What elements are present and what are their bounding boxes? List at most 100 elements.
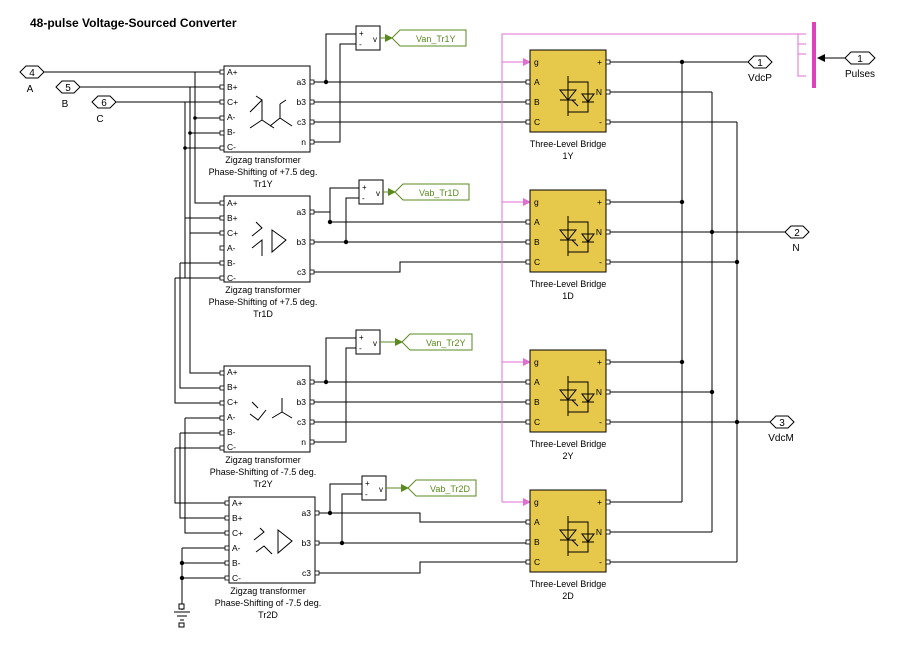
tr1y-port-out: c3: [297, 117, 306, 127]
inport-b-label: B: [62, 99, 69, 110]
vm3-minus: -: [359, 344, 362, 353]
bridge-1d-label-1: Three-Level Bridge: [530, 279, 607, 289]
bridge-1y-port-in: B: [534, 97, 540, 107]
zigzag-wye-icon: [249, 398, 293, 421]
pulse-demux-bar: [812, 22, 816, 88]
bridge-2d[interactable]: g A B C + N - Three-Level Bridge 2D: [529, 489, 607, 601]
inport-pulses[interactable]: 1 Pulses: [844, 51, 876, 80]
tr1y-port-in: C-: [227, 142, 236, 152]
goto-vab-tr1d[interactable]: Vab_Tr1D: [394, 183, 470, 201]
outport-vdcm-label: VdcM: [768, 433, 794, 444]
bridge-2y-label-1: Three-Level Bridge: [530, 439, 607, 449]
bridge-1y-port-in: A: [534, 77, 540, 87]
voltmeter-4[interactable]: + - v: [361, 475, 387, 501]
bridge-1d-port-in: B: [534, 237, 540, 247]
bridge-2y-label-2: 2Y: [562, 451, 573, 461]
inport-c-num: 6: [101, 98, 107, 109]
port-stubs: [219, 59, 611, 581]
transformer-tr2y[interactable]: A+ B+ C+ A- B- C- a3 b3 c3 n Zigzag tran…: [210, 365, 317, 489]
goto-vab-tr1d-label: Vab_Tr1D: [419, 188, 460, 198]
goto-vab-tr2d[interactable]: Vab_Tr2D: [407, 479, 477, 497]
bridge-1d-port-in: C: [534, 257, 540, 267]
tr1y-label-2: Phase-Shifting of +7.5 deg.: [209, 167, 318, 177]
bridge-1y-label-2: 1Y: [562, 151, 573, 161]
tr2d-port-in: A-: [232, 543, 241, 553]
outport-vdcp-num: 1: [757, 58, 763, 69]
tr2y-port-out: c3: [297, 417, 306, 427]
outport-vdcm[interactable]: 3 VdcM: [768, 415, 795, 444]
tr2y-port-in: A-: [227, 412, 236, 422]
outport-vdcm-num: 3: [779, 418, 785, 429]
vm2-minus: -: [362, 194, 365, 203]
tr1y-port-in: A-: [227, 112, 236, 122]
diagram-title: 48-pulse Voltage-Sourced Converter: [30, 16, 237, 30]
tr1y-label-1: Zigzag transformer: [225, 155, 301, 165]
tr1d-port-out: b3: [297, 237, 307, 247]
bridge-2y-port-in: B: [534, 397, 540, 407]
bridge-2y-port-in: A: [534, 377, 540, 387]
bridge-1y-port-out: N: [596, 87, 602, 97]
bridge-1d-port-out: +: [597, 197, 602, 207]
outport-vdcp[interactable]: 1 VdcP: [747, 55, 773, 84]
bridge-1d[interactable]: g A B C + N - Three-Level Bridge 1D: [529, 189, 607, 301]
tr1y-port-in: B+: [227, 82, 238, 92]
wire-junctions: [179, 59, 740, 581]
vm4-v: v: [379, 485, 383, 494]
bridge-1y-label-1: Three-Level Bridge: [530, 139, 607, 149]
tr1y-port-in: A+: [227, 67, 238, 77]
goto-van-tr2y-label: Van_Tr2Y: [426, 338, 466, 348]
tr2d-port-out: a3: [302, 508, 312, 518]
tr2d-port-out: b3: [302, 538, 312, 548]
pulse-wires: [501, 33, 806, 506]
tr2d-label-2: Phase-Shifting of -7.5 deg.: [215, 598, 322, 608]
tr1d-port-out: a3: [297, 207, 307, 217]
goto-van-tr1y-label: Van_Tr1Y: [416, 34, 456, 44]
inport-pulses-label: Pulses: [845, 69, 875, 80]
thyristor-icon: [558, 76, 595, 116]
tr2y-label-1: Zigzag transformer: [225, 455, 301, 465]
tr1y-port-out: n: [301, 137, 306, 147]
bridge-2d-port-in: g: [534, 497, 539, 507]
tr2y-port-in: B+: [227, 382, 238, 392]
tr2d-port-in: B-: [232, 558, 241, 568]
transformer-tr2d[interactable]: A+ B+ C+ A- B- C- a3 b3 c3 Zigzag transf…: [215, 496, 322, 620]
tr1y-port-out: a3: [297, 77, 307, 87]
bridge-2d-port-in: B: [534, 537, 540, 547]
bridge-1d-port-in: A: [534, 217, 540, 227]
inport-c[interactable]: 6 C: [91, 95, 117, 125]
outport-n-label: N: [792, 243, 799, 254]
inport-b-num: 5: [65, 83, 71, 94]
voltmeter-1[interactable]: + - v: [355, 25, 381, 51]
bridge-2d-port-in: C: [534, 557, 540, 567]
inport-a[interactable]: 4 A: [19, 65, 45, 95]
goto-van-tr2y[interactable]: Van_Tr2Y: [401, 333, 473, 351]
zigzag-wye-icon: [249, 95, 293, 129]
vm1-plus: +: [359, 29, 364, 38]
bridge-1d-port-in: g: [534, 197, 539, 207]
thyristor-icon: [558, 516, 595, 556]
tr1d-port-in: C+: [227, 228, 238, 238]
bridge-2d-port-out: N: [596, 527, 602, 537]
inport-b[interactable]: 5 B: [55, 80, 81, 110]
thyristor-icon: [558, 216, 595, 256]
bridge-2d-label-1: Three-Level Bridge: [530, 579, 607, 589]
bridge-2y-port-out: -: [599, 417, 602, 427]
tr2d-label-1: Zigzag transformer: [230, 586, 306, 596]
bridge-1y[interactable]: g A B C + N - Three-Level Bridge 1Y: [529, 49, 607, 161]
tr2y-port-in: A+: [227, 367, 238, 377]
goto-van-tr1y[interactable]: Van_Tr1Y: [391, 29, 467, 47]
voltmeter-2[interactable]: + - v: [358, 179, 384, 205]
bridge-2y[interactable]: g A B C + N - Three-Level Bridge 2Y: [529, 349, 607, 461]
voltmeter-3[interactable]: + - v: [355, 329, 381, 355]
tr1d-port-out: c3: [297, 267, 306, 277]
vm1-minus: -: [359, 40, 362, 49]
zigzag-delta-icon: [253, 527, 293, 555]
inport-pulses-num: 1: [857, 54, 863, 65]
outport-n[interactable]: 2 N: [784, 225, 810, 254]
bridge-2d-port-in: A: [534, 517, 540, 527]
transformer-tr1y[interactable]: A+ B+ C+ A- B- C- a3 b3 c3 n Zigzag tran…: [209, 65, 318, 189]
bridge-2d-port-out: -: [599, 557, 602, 567]
vm3-plus: +: [359, 333, 364, 342]
transformer-tr1d[interactable]: A+ B+ C+ A- B- C- a3 b3 c3 Zigzag transf…: [209, 195, 318, 319]
